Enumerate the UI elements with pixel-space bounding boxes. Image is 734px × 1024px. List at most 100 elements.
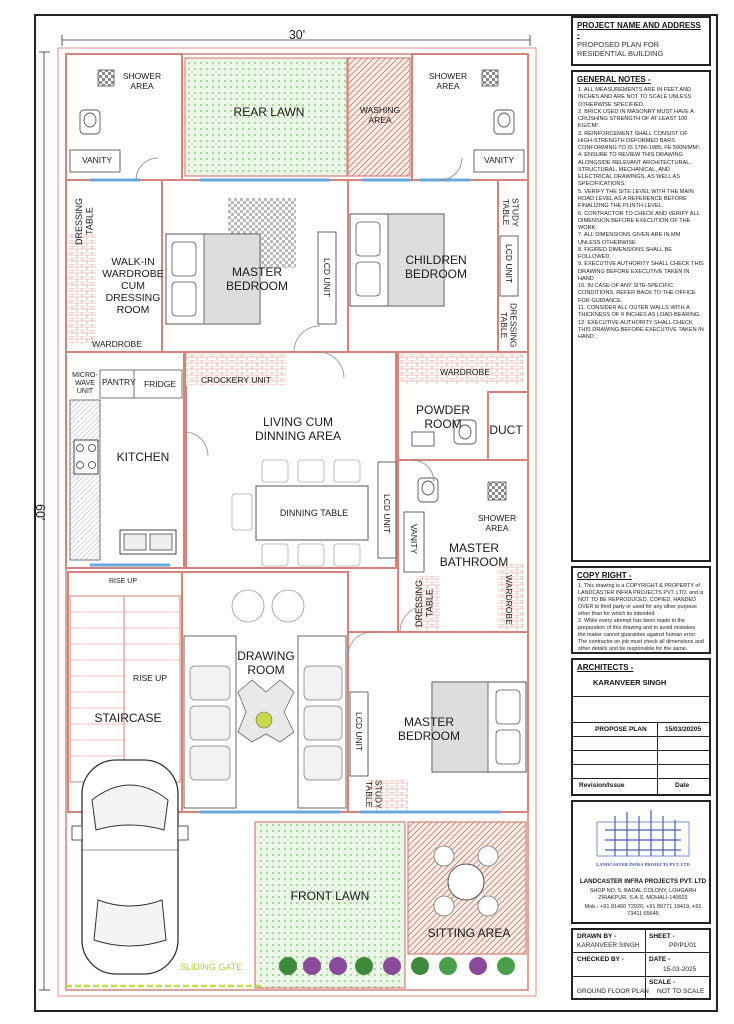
crockery-unit-label: CROCKERY UNIT [200, 375, 272, 385]
master-bedroom-top-label: MASTER BEDROOM [225, 265, 288, 293]
note-item: 10. IN CASE OF ANY SITE-SPECIFIC CONDITI… [578, 283, 696, 304]
note-item: 9. EXECUTIVE AUTHORITY SHALL CHECK THIS … [578, 261, 704, 282]
date2-label: DATE - [649, 956, 671, 963]
note-item: 4. ENSURE TO REVIEW THIS DRAWING ALONGSI… [578, 152, 691, 188]
crockery-brick [186, 354, 286, 386]
vanity-right-label: VANITY [483, 155, 515, 165]
company-phone: Mob.- +91 81460 72920, +91 89771 19419, … [584, 904, 702, 918]
front-lawn-label: FRONT LAWN [290, 889, 370, 903]
general-notes-panel: GENERAL NOTES - 1. ALL MEASUREMENTS ARE … [571, 70, 711, 562]
children-bed [349, 213, 445, 307]
car-drawing [71, 759, 189, 975]
copyright-heading: COPY RIGHT - [577, 571, 632, 580]
vanity-units [69, 149, 525, 573]
powder-room-label: POWDER ROOM [416, 403, 470, 431]
shower-area-right-label: SHOWER AREA [428, 71, 468, 91]
copyright-text: 1. This drawing is a COPYRIGHT & PROPERT… [573, 581, 709, 655]
note-item: 6. CONTRACTOR TO CHECK AND VERIFY ALL DI… [578, 210, 700, 232]
company-panel: LANDCASTER INFRA PROJECTS PVT. LTD LANDC… [571, 800, 711, 924]
children-bedroom-label: CHILDREN BEDROOM [404, 253, 467, 281]
dressing-table-master-label: DRESSING TABLE [414, 579, 435, 627]
sliding-gate-label: SLIDING GATE [179, 962, 243, 972]
drawn-by-value: KARANVEER SINGH [577, 942, 640, 949]
copyright-item: 1. This drawing is a COPYRIGHT & PROPERT… [578, 583, 704, 618]
master-bed-top [165, 198, 296, 325]
drawn-by-label: DRAWN BY - [577, 933, 617, 940]
drawing-room-furniture [183, 589, 347, 809]
rise-up-top-label: RISE UP [108, 578, 137, 585]
kitchen-label: KITCHEN [116, 450, 170, 464]
study-table-brick [368, 780, 408, 810]
note-item: 12. EXECUTIVE AUTHORITY SHALL CHECK THIS… [578, 319, 704, 341]
door-swings [135, 157, 463, 657]
plants-row [279, 957, 515, 975]
study-table-bottom-label: STUDY TABLE [363, 779, 384, 809]
note-item: 1. ALL MEASUREMENTS ARE IN FEET AND INCH… [578, 87, 692, 108]
staircase-steps [69, 595, 181, 783]
fridge-label: FRIDGE [143, 379, 177, 389]
width-dimension-line [61, 35, 531, 46]
wardrobe-right-label: WARDROBE [440, 367, 490, 377]
sheet-value: PP/P1/01 [669, 942, 697, 949]
sitting-area-label: SITTING AREA [427, 926, 511, 940]
rise-up-label: RISE UP [132, 673, 167, 683]
dressing-table-left-label: DRESSING TABLE [74, 197, 95, 245]
drawing-info-panel: DRAWN BY - KARANVEER SINGH SHEET - PP/P1… [571, 928, 711, 1000]
copyright-item: 2. While every attempt has been made in … [578, 618, 704, 653]
title-value: GROUND FLOOR PLAN [577, 988, 649, 995]
project-panel: PROJECT NAME AND ADDRESS - PROPOSED PLAN… [571, 16, 711, 66]
toilet-fixtures [79, 109, 515, 503]
dressing-master-brick [416, 576, 440, 630]
wardrobe-left-label: WARDROBE [92, 339, 142, 349]
note-item: 3. REINFORCEMENT SHALL CONSIST OF HIGH-S… [578, 130, 701, 152]
date2-value: 15-03-2025 [663, 966, 697, 973]
drawing-room-label: DRAWING ROOM [237, 649, 295, 677]
checked-by-label: CHECKED BY - [577, 956, 624, 963]
duct-label: DUCT [489, 423, 523, 437]
company-address: SHOP NO. 5, BADAL COLONY, LOHGARH ZIRAKP… [589, 888, 697, 902]
shower-drain-master [487, 481, 507, 501]
project-heading: PROJECT NAME AND ADDRESS - [577, 21, 701, 39]
windows [90, 178, 500, 814]
lcd-unit-living-label: LCD UNIT [381, 494, 392, 534]
walk-in-wardrobe-label: WALK-IN WARDROBE CUM DRESSING ROOM [102, 256, 164, 317]
microwave-label: MICRO- WAVE UNIT [72, 372, 98, 396]
project-text: PROPOSED PLAN FOR RESIDENTIAL BUILDING [577, 40, 664, 58]
shower-area-left-label: SHOWER AREA [122, 71, 162, 91]
wardrobe-brick-wall [68, 234, 96, 344]
propose-plan-label: PROPOSE PLAN [595, 726, 647, 733]
shower-drain-left [97, 69, 115, 87]
width-dimension: 30' [288, 28, 306, 42]
notes-list: 1. ALL MEASUREMENTS ARE IN FEET AND INCH… [573, 85, 709, 343]
notes-heading: GENERAL NOTES - [577, 75, 651, 84]
shower-area-master-label: SHOWER AREA [477, 513, 517, 533]
wardrobe-master-label: WARDROBE [503, 575, 514, 625]
architect-name: KARANVEER SINGH [593, 678, 667, 687]
pantry-label: PANTRY [102, 377, 136, 387]
note-item: 5. VERIFY THE SITE LEVEL WITH THE MAIN R… [578, 188, 694, 210]
washing-area-floor [347, 57, 411, 177]
master-bathroom-label: MASTER BATHROOM [439, 541, 509, 569]
kitchen-fixtures [69, 369, 183, 561]
scale-label: SCALE - [649, 979, 675, 986]
rear-lawn-label: REAR LAWN [233, 105, 305, 119]
shower-drain-right [481, 69, 499, 87]
wardrobe-right-brick [400, 354, 524, 384]
master-bed-bottom [431, 681, 527, 773]
height-dimension: 60' [33, 504, 48, 521]
company-logo: LANDCASTER INFRA PROJECTS PVT. LTD [596, 810, 690, 867]
architects-panel: ARCHITECTS - KARANVEER SINGH PROPOSE PLA… [571, 658, 711, 796]
architects-heading: ARCHITECTS - [577, 663, 634, 672]
revision-label: Revision/Issue [579, 782, 625, 789]
rear-lawn-area [184, 57, 348, 177]
date-column-label: Date [675, 782, 690, 789]
note-item: 11. CONSIDER ALL OUTER WALLS WITH A THIC… [578, 304, 701, 319]
scale-value: NOT TO SCALE [657, 988, 705, 995]
living-dinning-label: LIVING CUM DINNING AREA [254, 415, 341, 443]
wardrobe-master-brick [498, 564, 524, 630]
sheet-label: SHEET - [649, 933, 675, 940]
lcd-unit-top-label: LCD UNIT [321, 258, 332, 298]
dining-table-furniture [231, 459, 369, 567]
note-item: 2. BRICK USED IN MASONRY MUST HAVE A CRU… [578, 108, 694, 130]
